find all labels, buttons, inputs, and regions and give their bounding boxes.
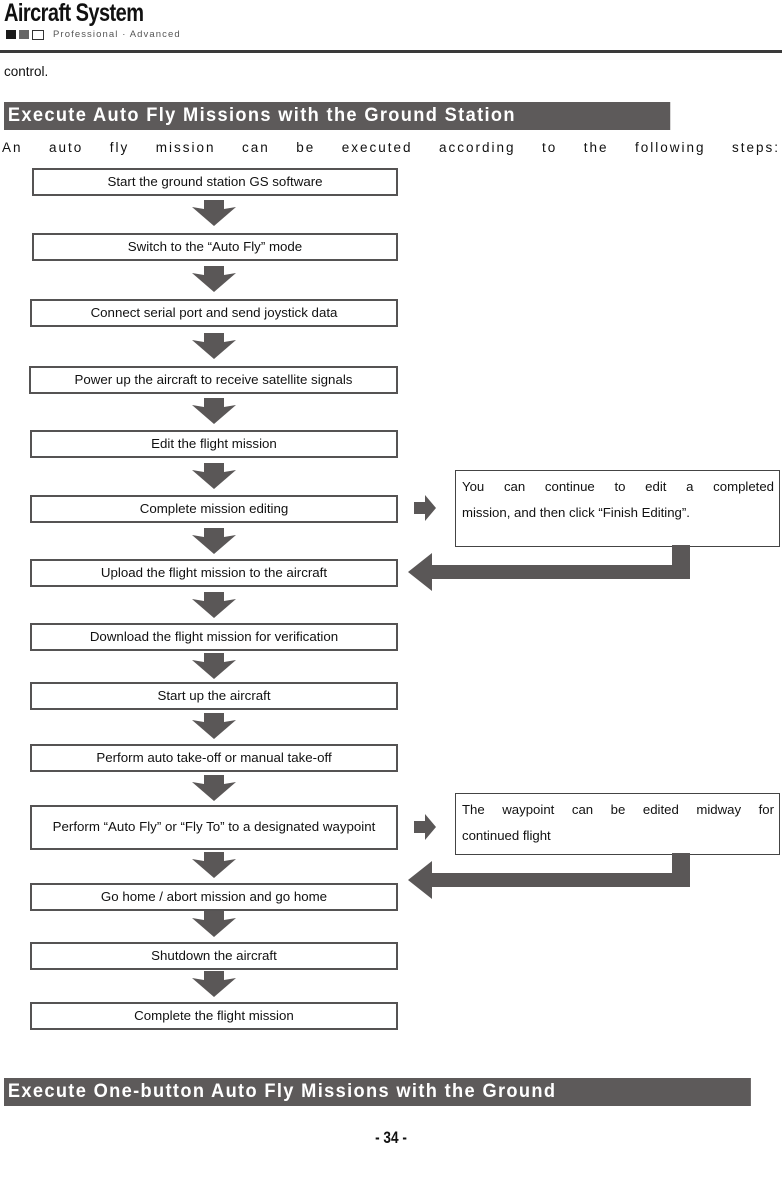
flow-step-box: Complete mission editing: [30, 495, 398, 523]
section-heading-one-button: Execute One-button Auto Fly Missions wit…: [4, 1078, 751, 1106]
brand-subtitle: Professional · Advanced: [53, 29, 181, 40]
flow-step-box: Start up the aircraft: [30, 682, 398, 710]
flow-down-arrow-icon: [192, 463, 236, 489]
note-line: The waypoint can be edited midway for: [462, 802, 774, 817]
brand-subtitle-row: Professional · Advanced: [6, 29, 181, 40]
flow-down-arrow-icon: [192, 333, 236, 359]
square-filled-black-icon: [6, 30, 16, 39]
note-line: mission, and then click “Finish Editing”…: [462, 504, 690, 520]
flow-down-arrow-icon: [192, 592, 236, 618]
flow-down-arrow-icon: [192, 911, 236, 937]
flow-down-arrow-icon: [192, 775, 236, 801]
note-right-arrow-icon: [414, 495, 436, 521]
header-divider: [0, 50, 782, 53]
intro-paragraph: An auto fly mission can be executed acco…: [2, 140, 780, 155]
page-number: - 34 -: [375, 1128, 407, 1147]
flow-down-arrow-icon: [192, 200, 236, 226]
note-right-arrow-icon: [414, 814, 436, 840]
flow-down-arrow-icon: [192, 266, 236, 292]
square-filled-gray-icon: [19, 30, 29, 39]
page-header: Aircraft System Professional · Advanced: [0, 0, 782, 53]
flow-step-box: Perform “Auto Fly” or “Fly To” to a desi…: [30, 805, 398, 850]
flow-down-arrow-icon: [192, 398, 236, 424]
flow-down-arrow-icon: [192, 653, 236, 679]
flow-down-arrow-icon: [192, 713, 236, 739]
section-heading-auto-fly: Execute Auto Fly Missions with the Groun…: [4, 102, 671, 130]
flow-loopback-arrow-icon: [408, 853, 690, 899]
flow-step-box: Switch to the “Auto Fly” mode: [32, 233, 398, 261]
flow-loopback-arrow-icon: [408, 545, 690, 591]
flow-step-box: Perform auto take-off or manual take-off: [30, 744, 398, 772]
note-box: You can continue to edit a completed mis…: [455, 470, 780, 547]
square-outline-icon: [32, 29, 44, 40]
flow-step-box: Download the flight mission for verifica…: [30, 623, 398, 651]
flow-step-box: Start the ground station GS software: [32, 168, 398, 196]
flow-step-box: Upload the flight mission to the aircraf…: [30, 559, 398, 587]
flow-down-arrow-icon: [192, 971, 236, 997]
continued-paragraph: control.: [4, 64, 49, 79]
note-line: You can continue to edit a completed: [462, 479, 774, 494]
flow-down-arrow-icon: [192, 852, 236, 878]
flow-step-box: Go home / abort mission and go home: [30, 883, 398, 911]
flow-step-box: Connect serial port and send joystick da…: [30, 299, 398, 327]
brand-title: Aircraft System: [4, 0, 144, 27]
flow-step-box: Complete the flight mission: [30, 1002, 398, 1030]
note-box: The waypoint can be edited midway for co…: [455, 793, 780, 855]
flow-step-box: Edit the flight mission: [30, 430, 398, 458]
flow-step-box: Power up the aircraft to receive satelli…: [29, 366, 398, 394]
flow-step-box: Shutdown the aircraft: [30, 942, 398, 970]
note-line: continued flight: [462, 827, 551, 843]
flow-down-arrow-icon: [192, 528, 236, 554]
